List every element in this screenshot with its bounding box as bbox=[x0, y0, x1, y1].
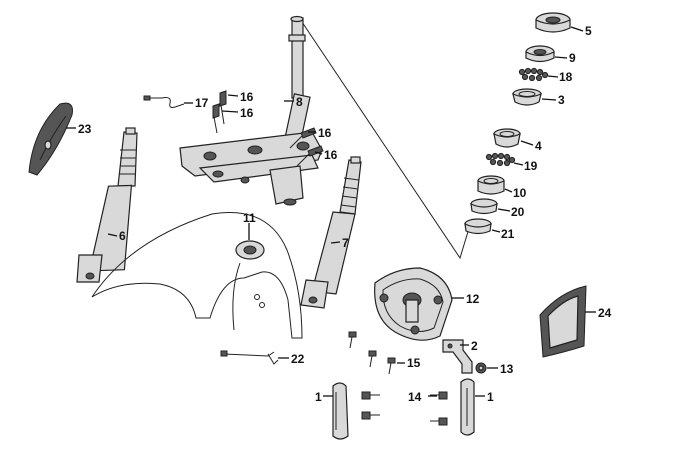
part-fork-guard-left bbox=[332, 382, 349, 440]
part-ball-race-upper bbox=[518, 67, 549, 82]
callout-21: 21 bbox=[501, 227, 515, 241]
part-reflector-front bbox=[28, 102, 73, 176]
part-bottom-race bbox=[477, 175, 505, 195]
callout-8: 8 bbox=[296, 95, 303, 109]
callout-17: 17 bbox=[195, 96, 209, 110]
callout-15: 15 bbox=[407, 356, 421, 370]
part-bottom-cone bbox=[470, 198, 498, 215]
callout-6: 6 bbox=[119, 229, 126, 243]
callout-1a: 1 bbox=[315, 390, 322, 404]
callout-9: 9 bbox=[569, 51, 576, 65]
part-fork-leg-right bbox=[300, 156, 362, 309]
part-bolts-14 bbox=[361, 391, 448, 426]
part-upper-cone-race bbox=[512, 88, 542, 106]
callout-12: 12 bbox=[466, 292, 480, 306]
part-handle-cover-assembly bbox=[374, 267, 453, 341]
part-fork-guard-right bbox=[460, 378, 475, 436]
part-nut-13 bbox=[475, 362, 487, 374]
callout-22: 22 bbox=[291, 352, 305, 366]
callout-13: 13 bbox=[500, 362, 514, 376]
part-steering-stem bbox=[179, 15, 323, 206]
callout-2: 2 bbox=[471, 339, 478, 353]
part-dust-seal bbox=[464, 218, 492, 235]
part-reflector-rear bbox=[539, 285, 587, 358]
callout-16b: 16 bbox=[240, 106, 254, 120]
part-bolt-16b bbox=[212, 103, 220, 134]
part-lock-nut bbox=[525, 45, 555, 63]
callout-7: 7 bbox=[342, 236, 349, 250]
callout-23: 23 bbox=[78, 122, 92, 136]
part-cable-clip bbox=[143, 95, 185, 108]
callout-4: 4 bbox=[535, 139, 542, 153]
assembly-line bbox=[301, 21, 471, 260]
part-ball-race-lower bbox=[485, 152, 516, 167]
callout-18: 18 bbox=[559, 70, 573, 84]
part-bolt-16d bbox=[296, 145, 324, 167]
part-top-nut bbox=[535, 12, 571, 33]
callout-16c: 16 bbox=[318, 126, 332, 140]
callout-16a: 16 bbox=[240, 90, 254, 104]
callout-11: 11 bbox=[243, 211, 256, 225]
callout-1b: 1 bbox=[487, 390, 494, 404]
part-cable-guide bbox=[220, 350, 279, 365]
part-bolt-16a bbox=[219, 90, 227, 125]
callout-10: 10 bbox=[513, 186, 527, 200]
part-front-fender bbox=[91, 212, 303, 339]
callout-16d: 16 bbox=[324, 148, 338, 162]
part-bolt-16c bbox=[289, 127, 317, 149]
callout-24: 24 bbox=[598, 306, 612, 320]
callout-20: 20 bbox=[511, 205, 525, 219]
callout-3: 3 bbox=[558, 93, 565, 107]
callout-19: 19 bbox=[524, 159, 538, 173]
callout-14: 14 bbox=[408, 390, 422, 404]
callout-5: 5 bbox=[585, 24, 592, 38]
part-top-race bbox=[493, 128, 521, 148]
part-fork-leg-left bbox=[76, 127, 138, 283]
part-screws-15 bbox=[348, 331, 396, 375]
